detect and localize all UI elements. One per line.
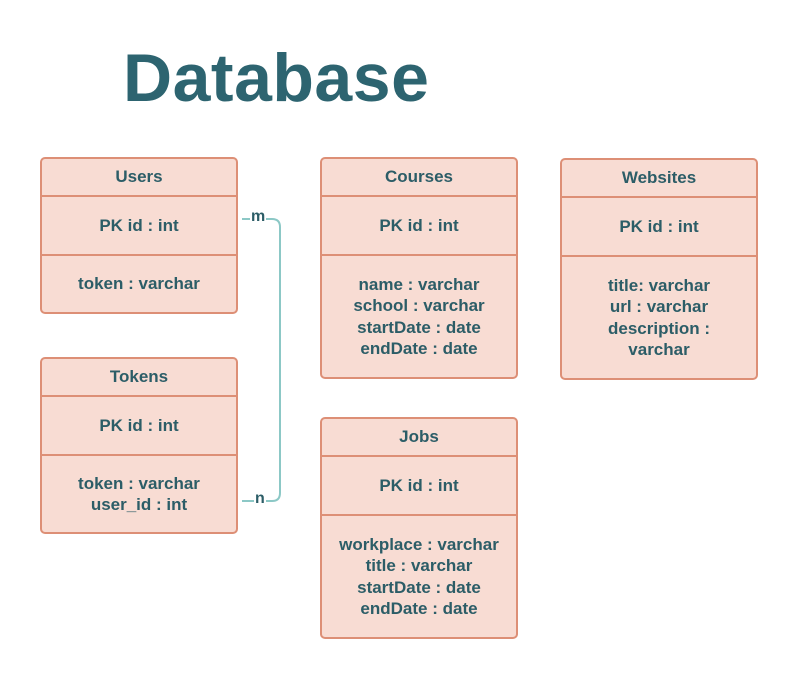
field: varchar [628, 340, 690, 359]
entity-name: Tokens [109, 367, 169, 387]
entity-header: Jobs [322, 419, 516, 455]
field: title: varchar [607, 275, 711, 295]
field: url : varchar [609, 297, 709, 316]
field: startDate : date [357, 317, 481, 337]
field: name : varchar [358, 274, 480, 294]
primary-key: PK id : int [99, 215, 179, 235]
entity-users[interactable]: Users PK id : int token : varchar [40, 157, 238, 314]
fields-section: name : varchar school : varchar startDat… [322, 254, 516, 377]
entity-header: Users [42, 159, 236, 195]
field: endDate : date [360, 339, 478, 358]
entity-header: Courses [322, 159, 516, 195]
primary-key-section: PK id : int [322, 455, 516, 514]
field: title : varchar [365, 556, 473, 575]
field: token : varchar [78, 473, 200, 493]
cardinality-n: n [254, 490, 266, 508]
entity-courses[interactable]: Courses PK id : int name : varchar schoo… [320, 157, 518, 379]
primary-key: PK id : int [379, 215, 459, 235]
field: endDate : date [360, 599, 478, 618]
primary-key-section: PK id : int [322, 195, 516, 254]
entity-header: Tokens [42, 359, 236, 395]
primary-key: PK id : int [619, 216, 699, 236]
field: school : varchar [353, 296, 485, 315]
field: user_id : int [90, 495, 188, 514]
entity-name: Jobs [399, 427, 439, 447]
entity-jobs[interactable]: Jobs PK id : int workplace : varchar tit… [320, 417, 518, 639]
fields-section: token : varchar [42, 254, 236, 312]
field: startDate : date [357, 577, 481, 597]
fields-section: token : varchar user_id : int [42, 454, 236, 532]
entity-name: Websites [621, 168, 697, 188]
field: workplace : varchar [339, 534, 499, 554]
entity-tokens[interactable]: Tokens PK id : int token : varchar user_… [40, 357, 238, 534]
diagram-title: Database [123, 40, 430, 116]
primary-key-section: PK id : int [42, 195, 236, 254]
relationship-line [242, 218, 281, 502]
primary-key-section: PK id : int [42, 395, 236, 454]
entity-websites[interactable]: Websites PK id : int title: varchar url … [560, 158, 758, 380]
entity-header: Websites [562, 160, 756, 196]
entity-name: Users [115, 167, 163, 187]
field: description : [607, 318, 710, 338]
entity-name: Courses [384, 167, 454, 187]
primary-key-section: PK id : int [562, 196, 756, 255]
field: token : varchar [78, 274, 200, 294]
fields-section: title: varchar url : varchar description… [562, 255, 756, 378]
cardinality-m: m [250, 208, 267, 226]
primary-key: PK id : int [379, 475, 459, 495]
fields-section: workplace : varchar title : varchar star… [322, 514, 516, 637]
primary-key: PK id : int [99, 415, 179, 435]
